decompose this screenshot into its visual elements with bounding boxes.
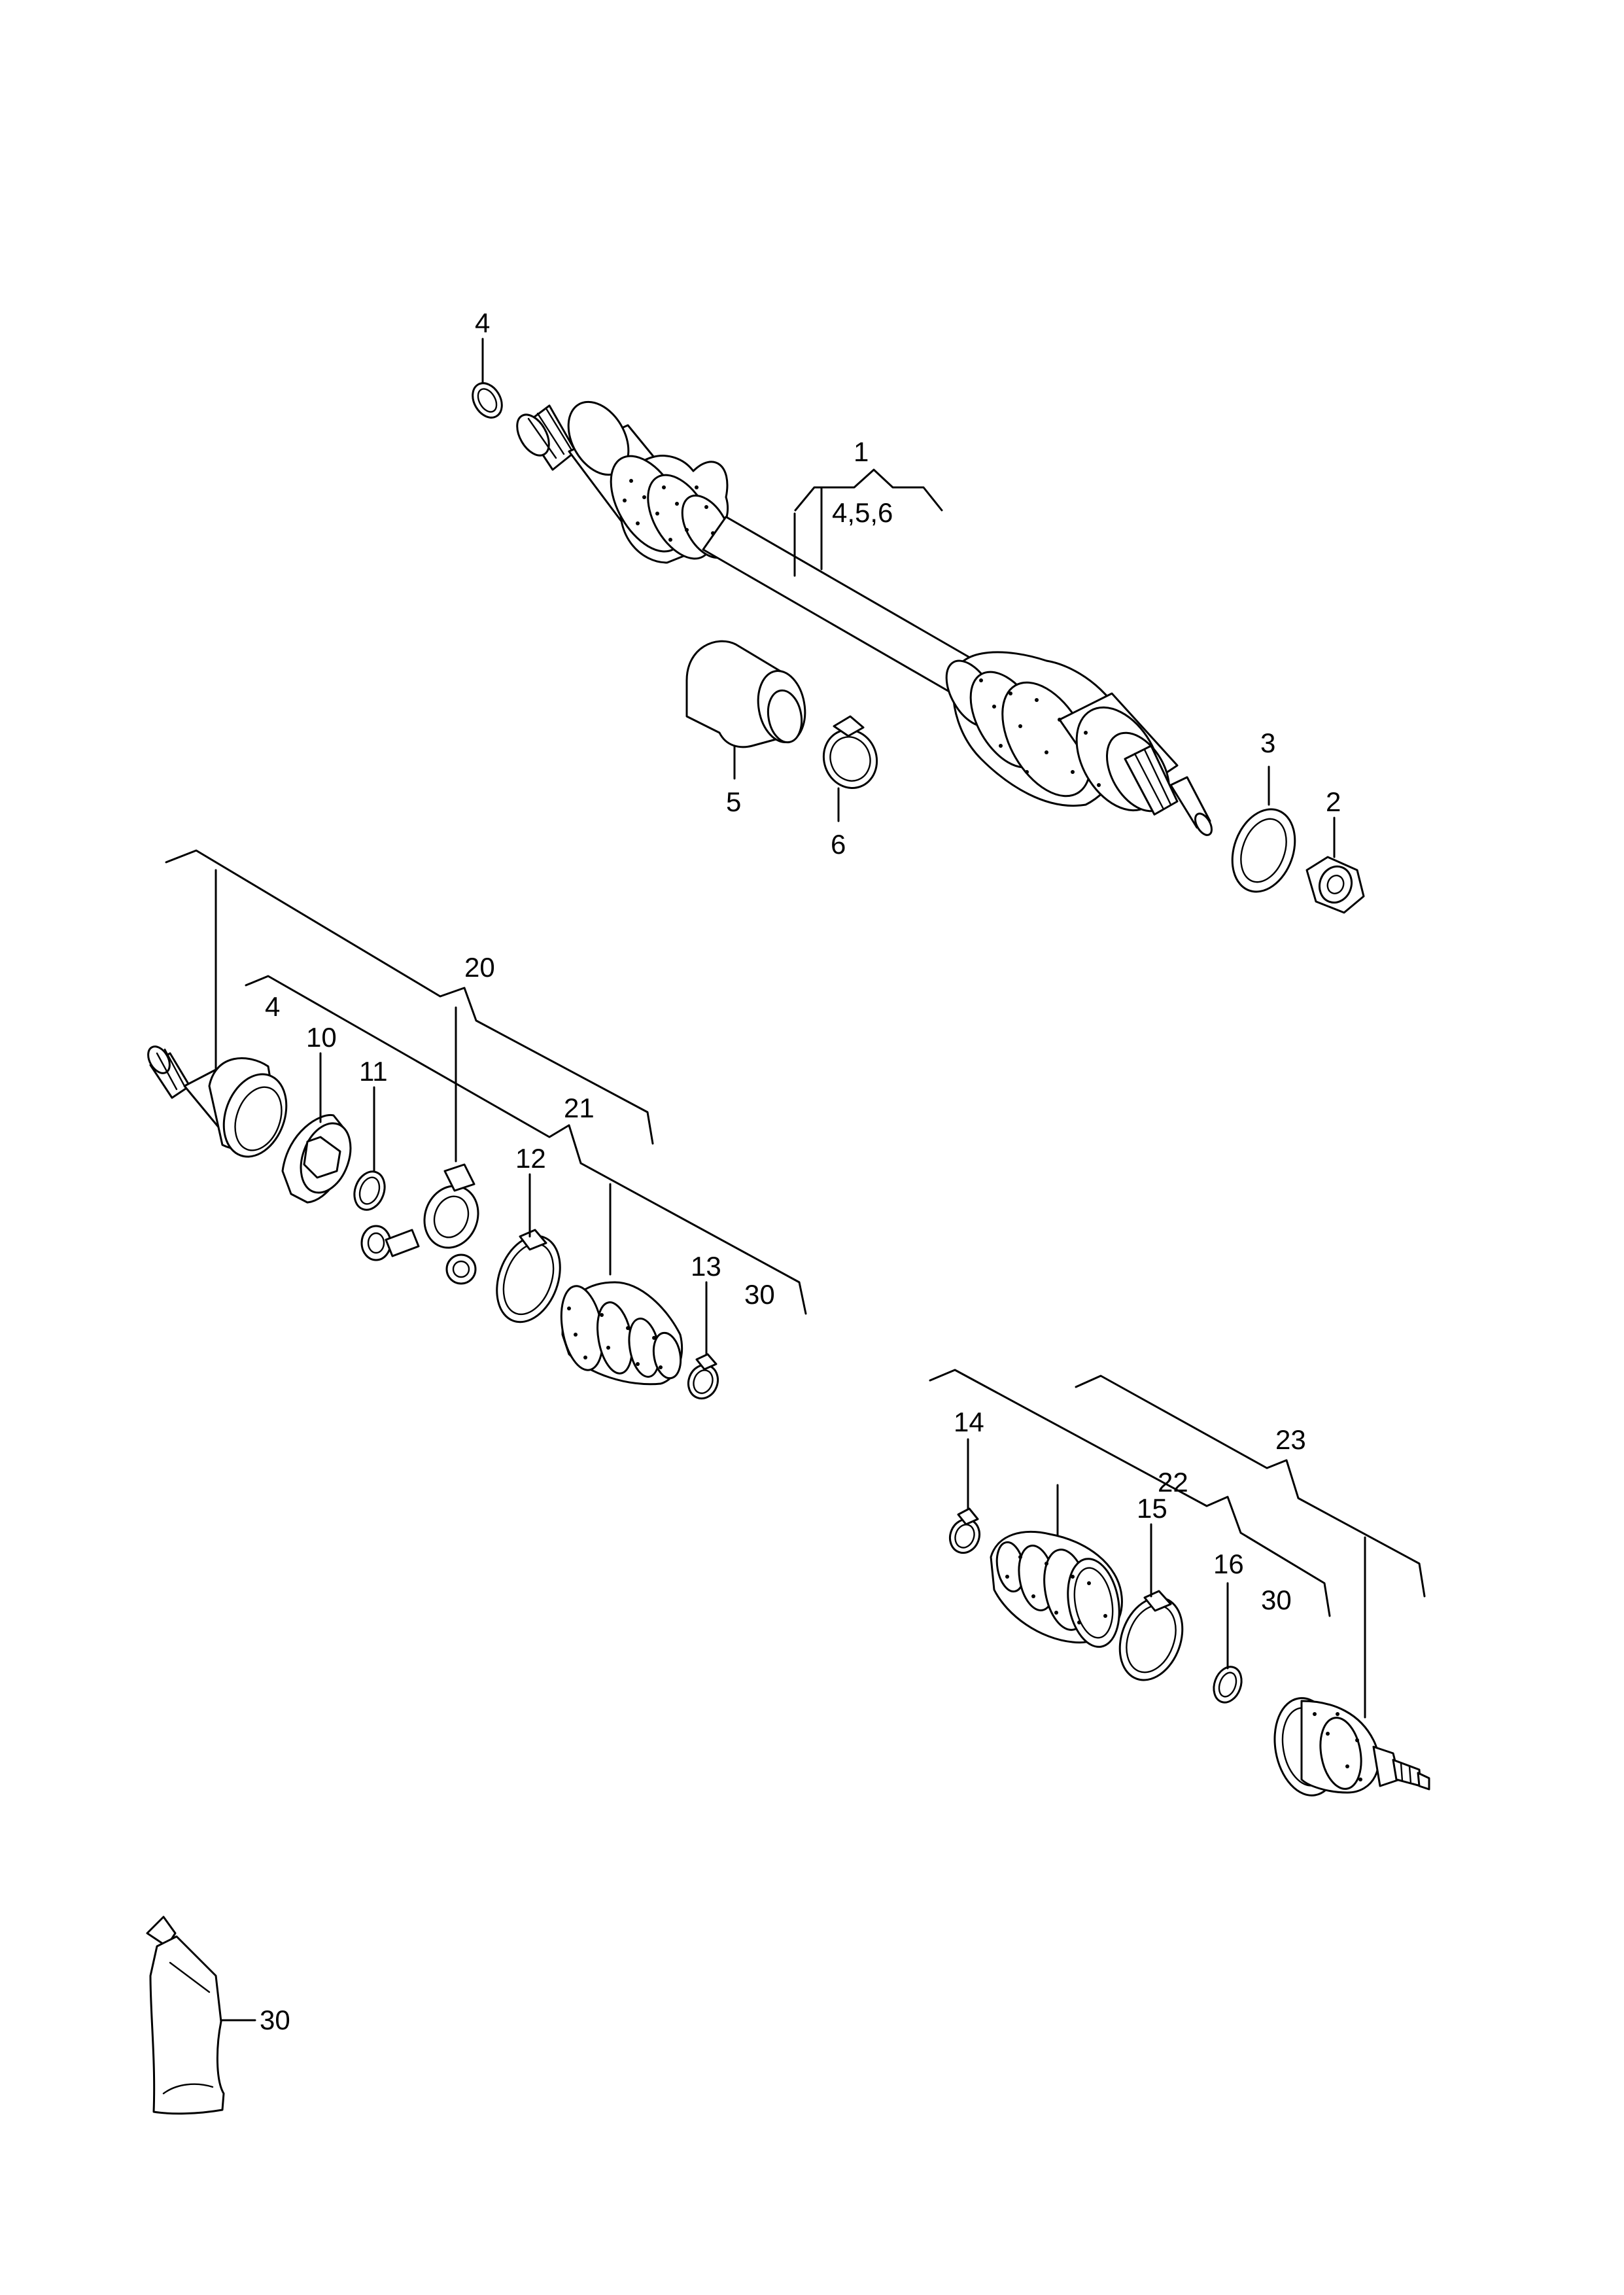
callout-30-mid: 30: [744, 1279, 775, 1310]
callout-3: 3: [1260, 727, 1275, 758]
callout-1: 1: [854, 436, 869, 467]
callout-4-mid: 4: [265, 991, 280, 1022]
circlip-part-4[interactable]: [467, 378, 508, 423]
part-5-bearing-ring[interactable]: [685, 640, 810, 748]
callout-16: 16: [1213, 1549, 1244, 1579]
part-16-circlip[interactable]: [1209, 1663, 1247, 1706]
callout-5: 5: [726, 786, 741, 817]
part-12-clamp[interactable]: [485, 1227, 571, 1331]
callout-21: 21: [564, 1093, 595, 1123]
part-13-small-clamp[interactable]: [683, 1353, 722, 1403]
callout-4-top: 4: [475, 307, 490, 338]
part-3-washer[interactable]: [1221, 801, 1305, 901]
boot-texture-dots: [623, 479, 1101, 787]
callout-23: 23: [1275, 1424, 1306, 1455]
callout-1-subparts: 4,5,6: [832, 497, 893, 528]
outer-boot-part-22[interactable]: [990, 1530, 1126, 1651]
part-10-spacer[interactable]: [281, 1113, 360, 1204]
inner-spline-stub: [516, 404, 577, 471]
callout-10: 10: [306, 1022, 337, 1053]
grease-tube-part-30[interactable]: [146, 1916, 225, 2115]
callout-22: 22: [1158, 1467, 1188, 1498]
part-6-clamp[interactable]: [816, 715, 885, 796]
callout-12: 12: [515, 1143, 546, 1174]
bracket-part-1-top: [794, 468, 943, 512]
bracket-part-22: [929, 1369, 1331, 1617]
callout-30-right: 30: [1261, 1585, 1292, 1615]
callout-15: 15: [1137, 1493, 1167, 1524]
part-2-nut[interactable]: [1305, 856, 1365, 914]
inner-joint-housing-part-20[interactable]: [144, 1043, 298, 1166]
driveshaft-assembly[interactable]: [511, 391, 1215, 838]
inner-boot-part-21[interactable]: [555, 1281, 684, 1386]
part-14-small-clamp[interactable]: [945, 1507, 984, 1557]
tripod-spider[interactable]: [360, 1163, 487, 1285]
callout-14: 14: [954, 1407, 984, 1437]
outer-spline-stub: [1124, 745, 1213, 836]
bracket-part-20: [165, 849, 654, 1145]
callout-6: 6: [831, 829, 846, 860]
callout-30-tube: 30: [260, 2005, 290, 2035]
bracket-part-23: [1075, 1375, 1426, 1598]
callout-20: 20: [464, 952, 495, 983]
callout-11: 11: [359, 1056, 388, 1087]
bracket-part-21: [245, 975, 807, 1315]
part-11-circlip[interactable]: [349, 1167, 390, 1214]
callout-2: 2: [1326, 786, 1341, 817]
outer-cv-joint-part-23[interactable]: [1268, 1693, 1430, 1800]
callout-13: 13: [691, 1251, 721, 1282]
